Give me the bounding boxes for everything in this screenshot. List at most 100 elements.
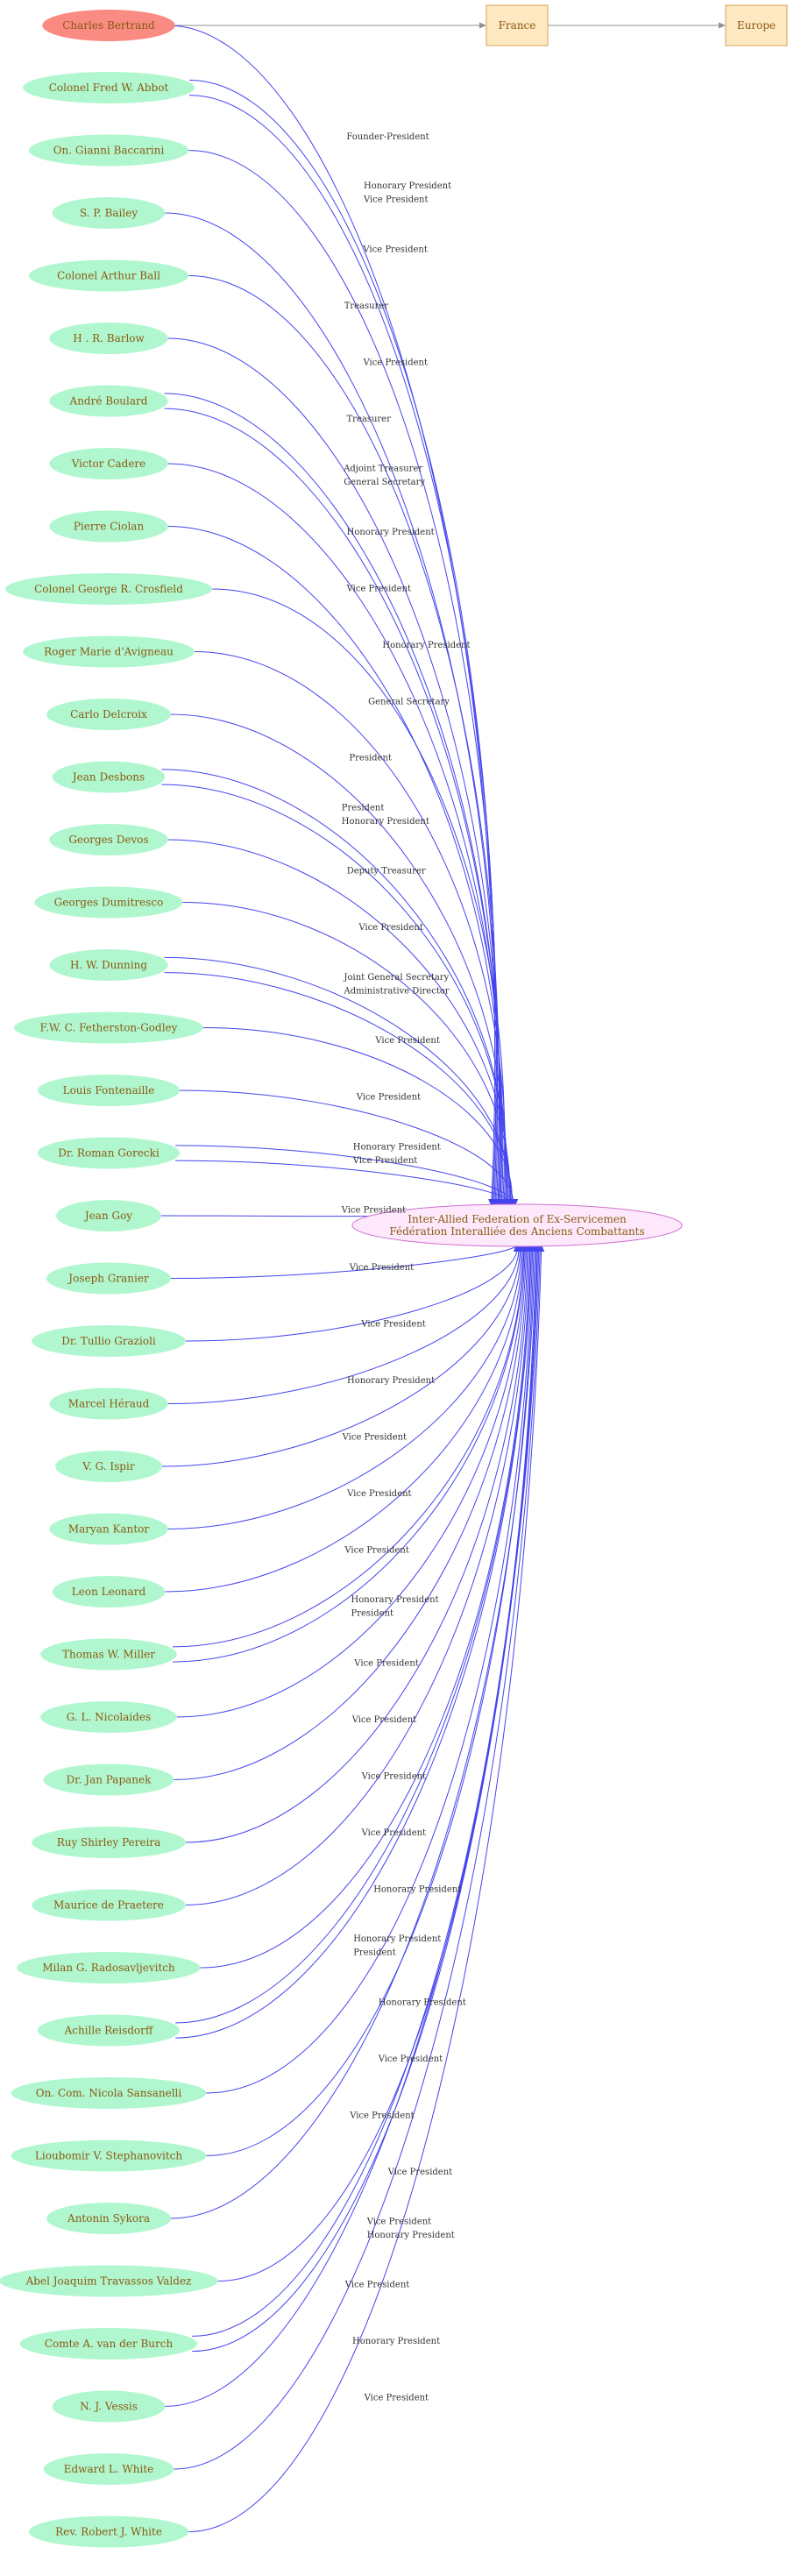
node-person-milan-g-radosavljevitch[interactable] bbox=[17, 1952, 201, 1983]
node-person-jean-goy[interactable] bbox=[56, 1200, 161, 1231]
edge-dr-roman-gorecki-1 bbox=[175, 1160, 515, 1207]
edge-label-milan-g-radosavljevitch-0: Honorary President bbox=[373, 1884, 461, 1894]
node-person-lioubomir-v-stephanovitch[interactable] bbox=[11, 2140, 207, 2172]
node-person-georges-dumitresco[interactable] bbox=[34, 886, 183, 919]
node-person-maryan-kantor[interactable] bbox=[49, 1513, 168, 1545]
node-person-maurice-de-praetere-label: Maurice de Praetere bbox=[53, 1899, 164, 1912]
node-founder[interactable] bbox=[42, 10, 175, 41]
node-person-georges-dumitresco-label: Georges Dumitresco bbox=[54, 897, 164, 909]
node-person-lioubomir-v-stephanovitch-label: Lioubomir V. Stephanovitch bbox=[35, 2150, 182, 2162]
node-person-on-com-nicola-sansanelli[interactable] bbox=[11, 2077, 207, 2109]
node-person-edward-l-white-label: Edward L. White bbox=[64, 2463, 154, 2475]
node-person-joseph-granier-label: Joseph Granier bbox=[67, 1273, 149, 1285]
node-person-h-r-barlow[interactable] bbox=[49, 323, 168, 354]
node-person-andre-boulard-label: André Boulard bbox=[69, 395, 148, 408]
node-person-thomas-w-miller[interactable] bbox=[40, 1638, 177, 1671]
edge-label-maryan-kantor-0: Vice President bbox=[346, 1489, 411, 1499]
node-person-roger-marie-d-avigneau-label: Roger Marie d'Avigneau bbox=[44, 646, 174, 658]
node-person-jean-desbons[interactable] bbox=[52, 761, 166, 793]
edge-label-dr-tullio-grazioli-0: Vice President bbox=[360, 1320, 425, 1330]
edge-label-maurice-de-praetere-0: Vice President bbox=[361, 1828, 426, 1838]
node-person-carlo-delcroix[interactable] bbox=[46, 699, 172, 730]
node-person-achille-reisdorff[interactable] bbox=[37, 2014, 181, 2047]
node-person-h-w-dunning[interactable] bbox=[49, 949, 168, 981]
edge-label-achille-reisdorff-1: President bbox=[353, 1948, 396, 1958]
node-person-h-w-dunning-label: H. W. Dunning bbox=[70, 959, 147, 971]
node-person-jean-desbons-label: Jean Desbons bbox=[71, 771, 145, 784]
node-organization[interactable] bbox=[351, 1203, 683, 1247]
node-person-s-p-bailey[interactable] bbox=[52, 197, 166, 229]
edge-label-antonin-sykora-0: Vice President bbox=[349, 2111, 414, 2120]
node-person-dr-tullio-grazioli[interactable] bbox=[32, 1325, 186, 1357]
edge-label-pierre-ciolan-0: Vice President bbox=[346, 584, 411, 593]
node-person-victor-cadere-label: Victor Cadere bbox=[71, 458, 146, 470]
edges-layer bbox=[160, 22, 726, 2532]
edge-label-h-w-dunning-0: Joint General Secretary bbox=[344, 973, 450, 983]
node-person-f-w-c-fetherston-godley[interactable] bbox=[14, 1011, 203, 1044]
edge-chain-arrowhead-0 bbox=[479, 22, 486, 29]
node-person-pierre-ciolan-label: Pierre Ciolan bbox=[74, 521, 145, 533]
edge-label-comte-a-van-der-burch-1: Honorary President bbox=[367, 2231, 455, 2240]
edge-label-ruy-shirley-pereira-0: Vice President bbox=[361, 1771, 426, 1781]
node-person-n-j-vessis[interactable] bbox=[52, 2390, 166, 2423]
node-person-marcel-heraud[interactable] bbox=[49, 1387, 168, 1420]
node-person-pierre-ciolan[interactable] bbox=[49, 510, 168, 543]
node-person-edward-l-white[interactable] bbox=[43, 2453, 174, 2485]
edge-label-marcel-heraud-0: Honorary President bbox=[347, 1376, 435, 1386]
node-person-jean-goy-label: Jean Goy bbox=[83, 1210, 132, 1222]
edge-dr-tullio-grazioli-0 bbox=[185, 1244, 519, 1342]
node-person-g-l-nicolaides[interactable] bbox=[40, 1701, 177, 1733]
edge-v-g-ispir-0 bbox=[161, 1244, 521, 1467]
node-person-dr-tullio-grazioli-label: Dr. Tullio Grazioli bbox=[61, 1335, 156, 1347]
node-person-abel-joaquim-travassos-valdez[interactable] bbox=[0, 2265, 218, 2297]
edge-abel-joaquim-travassos-valdez-0 bbox=[217, 1244, 537, 2281]
node-person-comte-a-van-der-burch[interactable] bbox=[19, 2328, 198, 2360]
edge-andre-boulard-0 bbox=[164, 393, 501, 1207]
edge-dr-roman-gorecki-0 bbox=[175, 1145, 514, 1207]
edge-jean-goy-0-arrowhead bbox=[512, 1199, 519, 1206]
node-person-on-gianni-baccarini[interactable] bbox=[28, 134, 189, 167]
node-country-europe[interactable] bbox=[725, 4, 788, 46]
edge-label-lioubomir-v-stephanovitch-0: Vice President bbox=[378, 2054, 443, 2064]
edge-comte-a-van-der-burch-1 bbox=[192, 1244, 539, 2352]
edge-label-colonel-arthur-ball-0: Vice President bbox=[363, 358, 428, 367]
node-person-v-g-ispir-label: V. G. Ispir bbox=[82, 1460, 134, 1473]
edge-joseph-granier-0 bbox=[170, 1244, 517, 1279]
edge-label-h-r-barlow-0: Treasurer bbox=[347, 415, 392, 424]
edge-pierre-ciolan-0 bbox=[167, 526, 504, 1207]
node-person-dr-jan-papanek[interactable] bbox=[43, 1763, 174, 1796]
node-person-rev-robert-j-white[interactable] bbox=[28, 2516, 189, 2548]
edge-label-on-com-nicola-sansanelli-0: Honorary President bbox=[379, 1998, 466, 2007]
edge-jean-desbons-1 bbox=[161, 784, 508, 1207]
node-person-n-j-vessis-label: N. J. Vessis bbox=[80, 2401, 138, 2413]
node-person-maurice-de-praetere[interactable] bbox=[32, 1889, 186, 1921]
edge-achille-reisdorff-0 bbox=[175, 1244, 532, 2024]
node-person-georges-devos[interactable] bbox=[49, 824, 168, 855]
node-person-maryan-kantor-label: Maryan Kantor bbox=[68, 1523, 150, 1536]
node-person-colonel-fred-w-abbot[interactable] bbox=[23, 72, 195, 103]
node-person-g-l-nicolaides-label: G. L. Nicolaides bbox=[67, 1711, 151, 1723]
node-person-andre-boulard[interactable] bbox=[49, 385, 168, 417]
node-person-colonel-arthur-ball[interactable] bbox=[28, 259, 189, 292]
edge-label-georges-devos-0: Deputy Treasurer bbox=[347, 867, 426, 876]
edge-rev-robert-j-white-0-arrowhead bbox=[538, 1245, 545, 1252]
node-country-france[interactable] bbox=[486, 4, 549, 46]
node-person-ruy-shirley-pereira-label: Ruy Shirley Pereira bbox=[57, 1836, 161, 1849]
node-person-louis-fontenaille[interactable] bbox=[37, 1075, 181, 1106]
node-person-leon-leonard[interactable] bbox=[52, 1576, 166, 1607]
node-person-antonin-sykora[interactable] bbox=[46, 2203, 172, 2234]
node-person-roger-marie-d-avigneau[interactable] bbox=[23, 635, 195, 668]
node-person-rev-robert-j-white-label: Rev. Robert J. White bbox=[55, 2526, 162, 2538]
node-person-thomas-w-miller-label: Thomas W. Miller bbox=[62, 1649, 155, 1661]
edge-maryan-kantor-0 bbox=[167, 1244, 522, 1529]
node-person-dr-roman-gorecki[interactable] bbox=[37, 1137, 181, 1169]
node-person-joseph-granier[interactable] bbox=[46, 1262, 172, 1295]
node-person-ruy-shirley-pereira[interactable] bbox=[32, 1827, 186, 1858]
edge-label-roger-marie-d-avigneau-0: General Secretary bbox=[368, 697, 450, 706]
node-person-v-g-ispir[interactable] bbox=[55, 1451, 162, 1482]
edge-milan-g-radosavljevitch-0 bbox=[200, 1244, 531, 1969]
edge-louis-fontenaille-0 bbox=[180, 1089, 514, 1207]
node-person-victor-cadere[interactable] bbox=[49, 448, 168, 479]
node-person-colonel-george-r-crosfield[interactable] bbox=[4, 573, 213, 605]
